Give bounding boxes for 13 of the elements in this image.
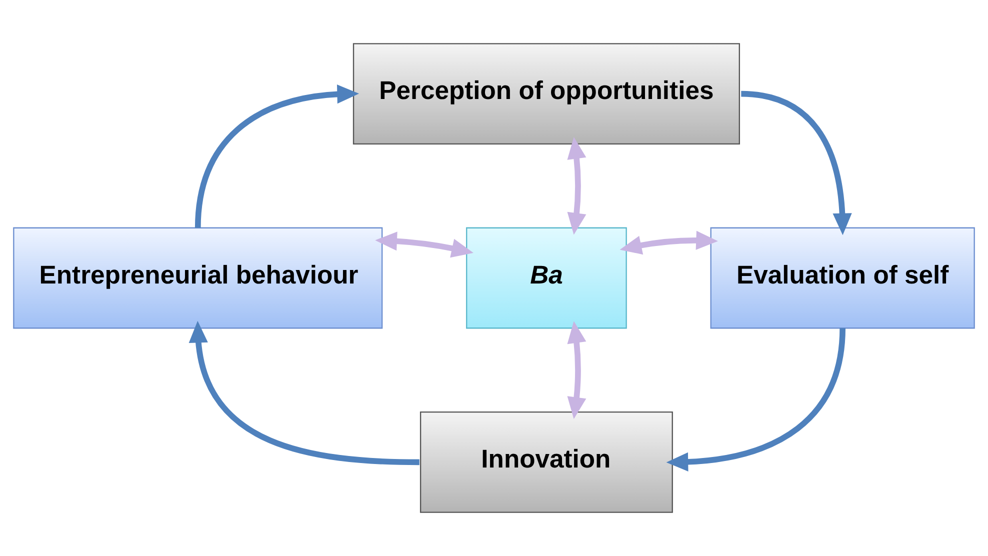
- arrow: [740, 90, 852, 236]
- arrow: [666, 328, 846, 472]
- arrow: [567, 321, 586, 419]
- arrow: [620, 230, 718, 255]
- node-box: Innovation: [420, 412, 673, 513]
- node-box: Entrepreneurial behaviour: [13, 227, 383, 329]
- node-box: Perception of opportunities: [352, 43, 740, 144]
- arrow: [375, 232, 474, 258]
- arrow: [194, 84, 360, 228]
- arrow: [567, 136, 586, 235]
- node-box: Ba: [466, 227, 627, 329]
- node-box: Evaluation of self: [710, 227, 975, 329]
- arrow: [188, 320, 420, 466]
